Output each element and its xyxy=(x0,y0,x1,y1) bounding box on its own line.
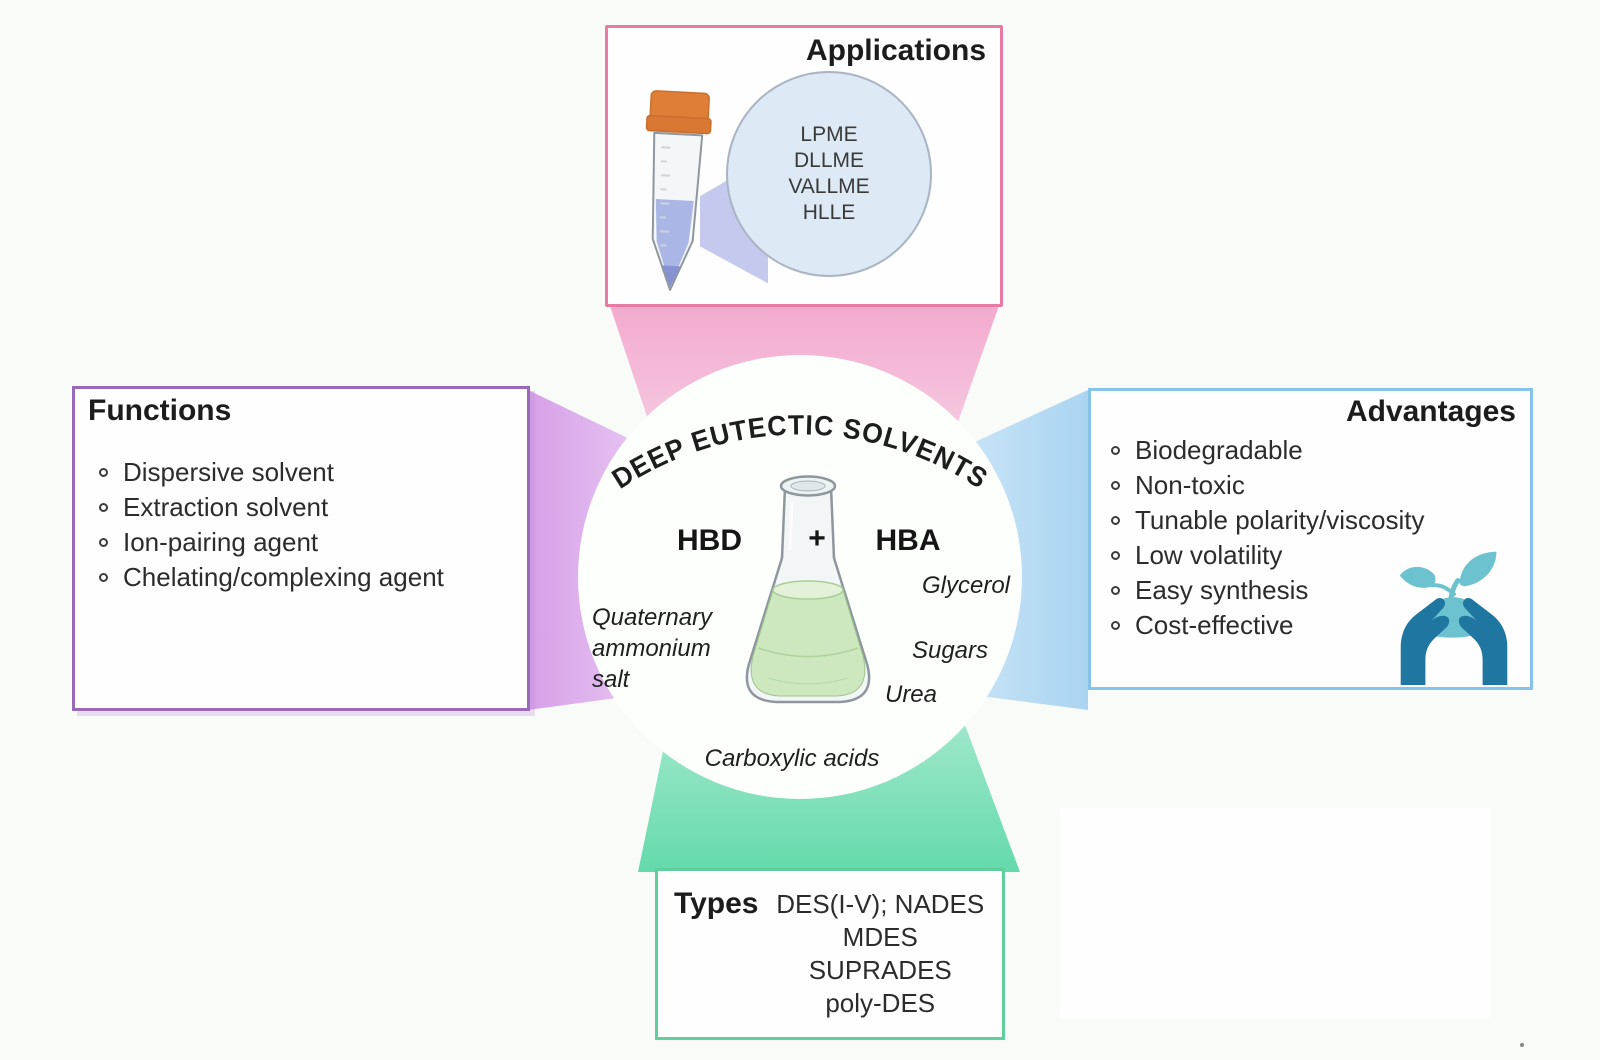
types-list: DES(I-V); NADES MDES SUPRADES poly-DES xyxy=(758,871,1002,1020)
list-item-label: Dispersive solvent xyxy=(123,457,334,487)
types-title: Types xyxy=(674,887,759,920)
list-item: Extraction solvent xyxy=(99,490,444,525)
functions-title: Functions xyxy=(88,394,232,427)
hba-example-urea: Urea xyxy=(884,681,938,708)
list-item: Low volatility xyxy=(1111,538,1425,573)
centrifuge-tube-icon xyxy=(645,90,712,291)
hbd-label: HBD xyxy=(677,524,742,557)
method-label: DLLME xyxy=(793,149,865,172)
type-item-label: DES(I-V); NADES xyxy=(776,889,985,919)
list-item-label: Easy synthesis xyxy=(1135,575,1309,605)
type-item-label: SUPRADES xyxy=(808,955,952,985)
type-item-label: MDES xyxy=(842,922,918,952)
circle-bullet-icon xyxy=(99,468,108,477)
hands-plant-icon xyxy=(1399,551,1508,685)
circle-bullet-icon xyxy=(1111,481,1120,490)
functions-box: Functions Dispersive solvent Extraction … xyxy=(72,386,530,711)
hbd-example-label: Quaternary ammonium salt xyxy=(592,604,713,693)
plus-sign: + xyxy=(808,522,826,555)
circle-bullet-icon xyxy=(1111,516,1120,525)
list-item-label: Non-toxic xyxy=(1135,470,1245,500)
circle-bullet-icon xyxy=(1111,551,1120,560)
list-item-label: Extraction solvent xyxy=(123,492,329,522)
list-item: Ion-pairing agent xyxy=(99,525,444,560)
advantages-list: Biodegradable Non-toxic Tunable polarity… xyxy=(1111,433,1425,643)
white-patch xyxy=(1060,808,1490,1018)
list-item-label: Ion-pairing agent xyxy=(123,527,319,557)
method-label: HLLE xyxy=(802,201,856,224)
list-item: Non-toxic xyxy=(1111,468,1425,503)
list-item: Chelating/complexing agent xyxy=(99,560,444,595)
circle-bullet-icon xyxy=(99,538,108,547)
method-label: VALLME xyxy=(788,175,870,198)
list-item: Easy synthesis xyxy=(1111,573,1425,608)
type-item-label: poly-DES xyxy=(825,988,936,1018)
list-item: Cost-effective xyxy=(1111,608,1425,643)
list-item-label: Biodegradable xyxy=(1135,435,1303,465)
speck xyxy=(1520,1043,1524,1047)
applications-box: Applications LPME DLLME VALLME HLLE xyxy=(605,25,1003,307)
list-item-label: Tunable polarity/viscosity xyxy=(1135,505,1425,535)
circle-bullet-icon xyxy=(1111,621,1120,630)
applications-title: Applications xyxy=(805,34,986,67)
circle-bullet-icon xyxy=(99,573,108,582)
functions-list: Dispersive solvent Extraction solvent Io… xyxy=(99,455,444,595)
method-label: LPME xyxy=(800,123,858,146)
flask-icon xyxy=(745,475,871,704)
list-item-label: Chelating/complexing agent xyxy=(123,562,444,592)
hba-example-glycerol: Glycerol xyxy=(921,572,1011,599)
advantages-title: Advantages xyxy=(1345,395,1516,428)
hba-example-carboxylic-acids: Carboxylic acids xyxy=(704,745,880,772)
list-item-label: Cost-effective xyxy=(1135,610,1294,640)
circle-bullet-icon xyxy=(1111,446,1120,455)
list-item: Tunable polarity/viscosity xyxy=(1111,503,1425,538)
list-item: Biodegradable xyxy=(1111,433,1425,468)
types-box: Types DES(I-V); NADES MDES SUPRADES poly… xyxy=(655,868,1005,1040)
hba-example-sugars: Sugars xyxy=(911,637,989,664)
list-item-label: Low volatility xyxy=(1135,540,1283,570)
circle-bullet-icon xyxy=(99,503,108,512)
applications-bubble: LPME DLLME VALLME HLLE xyxy=(726,71,932,277)
hba-label: HBA xyxy=(875,524,941,557)
list-item: Dispersive solvent xyxy=(99,455,444,490)
circle-bullet-icon xyxy=(1111,586,1120,595)
advantages-box: Advantages Biodegradable Non-toxic Tunab… xyxy=(1088,388,1533,690)
